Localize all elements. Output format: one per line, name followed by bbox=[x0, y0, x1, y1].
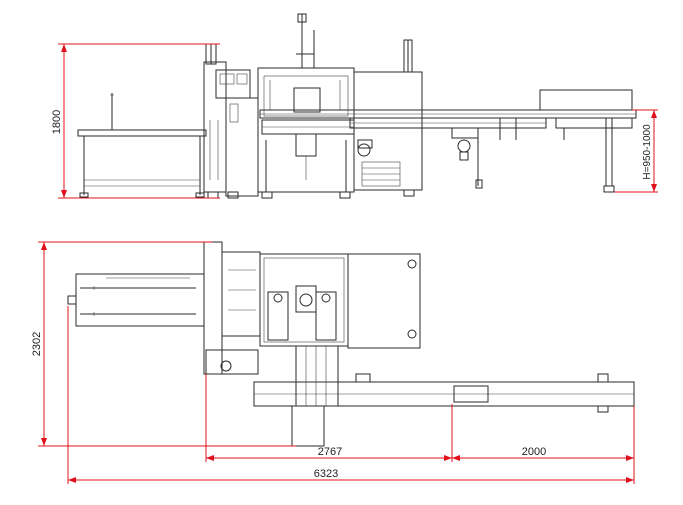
main-machine-body bbox=[257, 13, 355, 199]
depth-dimension-label: 2302 bbox=[31, 332, 43, 356]
total-length-label: 6323 bbox=[314, 468, 338, 480]
main-length-label: 2767 bbox=[318, 446, 342, 458]
infeed-table bbox=[77, 93, 207, 198]
control-tower bbox=[203, 43, 259, 199]
front-view: 1800 H=950-1000 bbox=[51, 13, 658, 199]
main-body-top bbox=[203, 241, 421, 375]
conveyor-height-label: H=950-1000 bbox=[642, 124, 653, 180]
front-dimensions: 1800 H=950-1000 bbox=[51, 43, 658, 199]
outfeed-conveyor-top bbox=[253, 345, 635, 447]
right-housing bbox=[353, 39, 423, 197]
top-view: 2302 2767 2000 6323 bbox=[31, 241, 635, 484]
top-dimensions: 2302 2767 2000 6323 bbox=[31, 241, 635, 484]
infeed-table-top bbox=[67, 273, 205, 327]
outfeed-conveyor bbox=[259, 89, 637, 193]
height-dimension-label: 1800 bbox=[51, 110, 63, 134]
conveyor-length-label: 2000 bbox=[522, 446, 546, 458]
